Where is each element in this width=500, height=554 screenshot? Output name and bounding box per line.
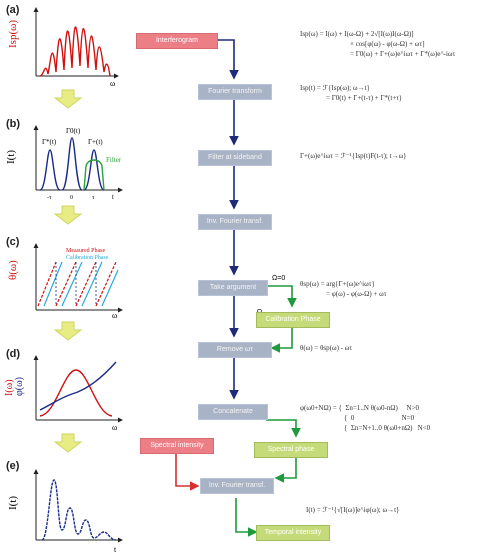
fourier-transform-box: Fourier transform bbox=[198, 84, 272, 100]
remove-omega-tau-box: Remove ωτ bbox=[198, 342, 272, 358]
spectrum-curve bbox=[39, 369, 113, 417]
eq-argument: θsp(ω) = arg{Γ+(ω)e^iωτ} bbox=[300, 280, 375, 288]
phase-curve bbox=[39, 361, 117, 411]
concatenate-box: Concatenate bbox=[198, 404, 268, 420]
filter-curve bbox=[83, 159, 105, 191]
panel-b-label: (b) bbox=[6, 118, 21, 130]
eq-concat: φ(ω0+NΩ) = { Σn=1..N θ(ω0-nΩ) N>0 bbox=[300, 404, 420, 412]
flow-arrows-blue bbox=[218, 39, 239, 400]
panel-e-ylabel: I(t) bbox=[7, 496, 19, 510]
tick-t: t bbox=[112, 193, 114, 201]
filter-label: Filter bbox=[106, 156, 122, 164]
panel-a-label: (a) bbox=[6, 4, 20, 16]
temporal-curve bbox=[41, 479, 117, 541]
yellow-down-arrows bbox=[53, 89, 83, 453]
panel-c-xlabel: ω bbox=[112, 311, 117, 320]
panel-e-xlabel: t bbox=[114, 545, 117, 554]
panel-d-xlabel: ω bbox=[112, 423, 117, 432]
filter-sideband-box: Filter at sideband bbox=[198, 150, 272, 166]
panel-a-ylabel: Isp(ω) bbox=[7, 20, 19, 48]
measured-phase-label: Measured Phase bbox=[66, 248, 105, 254]
eq-interferogram-c: = Γ0(ω) + Γ+(ω)e^iωτ + Γ*(ω)e^-iωτ bbox=[350, 50, 456, 58]
panel-b-ylabel: I(t) bbox=[5, 150, 17, 164]
take-argument-box: Take argument bbox=[198, 280, 268, 296]
panel-d-ylabel-bottom: φ(ω) bbox=[14, 377, 25, 396]
eq-concat-c: { Σn=N+1..0 θ(ω0+nΩ) N<0 bbox=[344, 424, 431, 432]
eq-fourier: Isp(t) = ℱ{Isp(ω); ω→t} bbox=[300, 84, 370, 92]
calibration-phase-label: Calibration Phase bbox=[66, 255, 109, 261]
flow-arrows-green bbox=[235, 285, 301, 537]
tick-minus-tau: -τ bbox=[47, 195, 52, 201]
eq-interferogram: Isp(ω) = I(ω) + I(ω-Ω) + 2√[I(ω)I(ω-Ω)] bbox=[300, 30, 414, 38]
panel-e-plot bbox=[33, 469, 123, 543]
panel-d-label: (d) bbox=[6, 348, 21, 360]
spectral-phase-box: Spectral phase bbox=[254, 442, 328, 458]
panel-a-xlabel: ω bbox=[110, 79, 115, 88]
panel-c-plot bbox=[33, 243, 123, 313]
panel-c-ylabel: θ(ω) bbox=[7, 260, 19, 280]
panel-d-ylabel-top: I(ω) bbox=[4, 379, 15, 396]
panel-b-plot bbox=[33, 125, 123, 193]
eq-temporal: I(t) = ℱ⁻¹{√[I(ω)]e^iφ(ω); ω→t} bbox=[306, 506, 400, 514]
tick-zero: 0 bbox=[70, 195, 73, 201]
interferogram-box: Interferogram bbox=[136, 33, 218, 49]
flow-arrow-red bbox=[175, 452, 200, 491]
interferogram-curve bbox=[39, 26, 111, 77]
inv-fourier-box: Inv. Fourier transf. bbox=[198, 214, 272, 230]
panel-a-plot bbox=[33, 7, 119, 79]
panel-e-label: (e) bbox=[6, 460, 20, 472]
eq-remove: θ(ω) = θsp(ω) - ωτ bbox=[300, 344, 353, 352]
spectral-intensity-box: Spectral intensity bbox=[140, 438, 214, 454]
eq-fourier-b: = Γ0(t) + Γ+(t-τ) + Γ*(t+τ) bbox=[326, 94, 402, 102]
peak-minus-label: Γ*(t) bbox=[42, 138, 57, 146]
eq-concat-b: { 0 N=0 bbox=[344, 414, 415, 422]
eq-filter: Γ+(ω)e^iωτ = ℱ⁻¹{Isp(t)F(t-τ); t→ω} bbox=[300, 152, 407, 160]
eq-interferogram-b: × cos[φ(ω) - φ(ω-Ω) + ωτ] bbox=[350, 40, 425, 48]
peak-plus-label: Γ+(t) bbox=[88, 138, 103, 146]
eq-argument-b: = φ(ω) - φ(ω-Ω) + ωτ bbox=[326, 290, 387, 298]
panel-d-plot bbox=[33, 355, 123, 423]
tick-tau: τ bbox=[92, 195, 95, 201]
temporal-intensity-box: Temporal intensity bbox=[256, 525, 330, 541]
panel-c-label: (c) bbox=[6, 236, 20, 248]
inv-fourier-box-2: Inv. Fourier transf. bbox=[200, 478, 274, 494]
omega-zero-label: Ω=0 bbox=[272, 275, 285, 282]
calibration-phase-box: Calibration Phase bbox=[256, 312, 330, 328]
peak-zero-label: Γ0(t) bbox=[66, 127, 81, 135]
